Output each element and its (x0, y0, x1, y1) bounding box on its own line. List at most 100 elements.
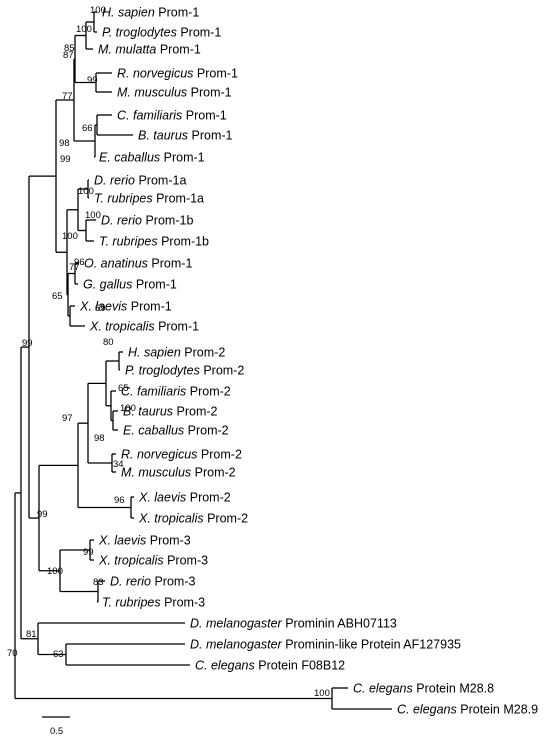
leaf-label: C. familiaris Prom-2 (121, 385, 231, 399)
gene-name: Prom-3 (154, 575, 195, 589)
leaf-label: B. taurus Prom-2 (123, 405, 218, 419)
leaf-label: X. tropicalis Prom-1 (89, 320, 199, 334)
gene-name: Prom-2 (190, 385, 231, 399)
bootstrap-value: 97 (62, 413, 73, 424)
gene-name: Prom-2 (201, 448, 242, 462)
bootstrap-value: 87 (63, 50, 74, 61)
gene-name: Prom-1 (180, 26, 221, 40)
bootstrap-value: 81 (26, 629, 37, 640)
bootstrap-value: 100 (120, 403, 136, 414)
species-name: X. tropicalis (89, 320, 155, 334)
gene-name: Prom-1 (151, 257, 192, 271)
species-name: C. elegans (353, 682, 413, 696)
leaf-label: O. anatinus Prom-1 (84, 257, 192, 271)
species-name: T. rubripes (94, 192, 153, 206)
species-name: R. norvegicus (121, 448, 197, 462)
leaf-label: D. melanogaster Prominin ABH07113 (190, 617, 397, 631)
species-name: E. caballus (123, 424, 184, 438)
leaf-label: D. rerio Prom-1b (101, 214, 193, 228)
bootstrap-value: 77 (62, 91, 73, 102)
gene-name: Prom-2 (195, 466, 236, 480)
leaf-label: T. rubripes Prom-1a (94, 192, 204, 206)
leaf-label: T. rubripes Prom-1b (99, 235, 209, 249)
bootstrap-value: 100 (314, 688, 330, 699)
species-name: T. rubripes (99, 235, 158, 249)
leaf-label: H. sapien Prom-2 (128, 346, 225, 360)
bootstrap-value: 99 (60, 154, 71, 165)
leaf-label: C. familiaris Prom-1 (117, 109, 227, 123)
leaf-label: E. caballus Prom-1 (99, 151, 205, 165)
bootstrap-value: 66 (82, 123, 93, 134)
gene-name: Prom-1 (158, 6, 199, 20)
leaf-label: C. elegans Protein M28.8 (353, 682, 494, 696)
leaf-label: M. musculus Prom-2 (121, 466, 236, 480)
species-name: X. tropicalis (138, 512, 204, 526)
bootstrap-value: 99 (37, 509, 48, 520)
gene-name: Prom-1 (197, 67, 238, 81)
gene-name: Prom-3 (167, 554, 208, 568)
leaf-label: B. taurus Prom-1 (138, 129, 233, 143)
species-name: M. musculus (117, 86, 187, 100)
bootstrap-value: 99 (83, 547, 94, 558)
bootstrap-value: 98 (59, 138, 70, 149)
bootstrap-value: 34 (113, 459, 124, 470)
leaf-label: X. laevis Prom-3 (98, 534, 191, 548)
bootstrap-value: 99 (22, 338, 33, 349)
species-name: X. laevis (98, 534, 146, 548)
leaf-label: R. norvegicus Prom-1 (117, 67, 238, 81)
leaf-label: P. troglodytes Prom-2 (125, 364, 244, 378)
species-name: O. anatinus (84, 257, 148, 271)
bootstrap-value: 96 (74, 257, 85, 268)
leaf-label: H. sapien Prom-1 (102, 6, 199, 20)
species-name: D. rerio (101, 214, 142, 228)
species-name: D. melanogaster (190, 617, 283, 631)
species-name: G. gallus (83, 278, 132, 292)
gene-name: Prom-1 (136, 278, 177, 292)
species-name: D. rerio (94, 174, 135, 188)
bootstrap-value: 100 (78, 186, 94, 197)
gene-name: Protein M28.9 (460, 703, 538, 717)
leaf-label: X. tropicalis Prom-2 (138, 512, 248, 526)
species-name: C. elegans (195, 659, 255, 673)
bootstrap-value: 77 (69, 262, 80, 273)
gene-name: Prom-1 (192, 129, 233, 143)
leaf-label: D. rerio Prom-1a (94, 174, 186, 188)
gene-name: Prominin ABH07113 (285, 617, 397, 631)
species-name: P. troglodytes (102, 26, 177, 40)
bootstrap-value: 70 (7, 648, 18, 659)
species-name: R. norvegicus (117, 67, 193, 81)
species-name: C. familiaris (121, 385, 186, 399)
gene-name: Prom-1 (160, 43, 201, 57)
bootstrap-values: 1001008599876698771001001007796659980100… (7, 5, 330, 699)
bootstrap-value: 98 (94, 433, 105, 444)
species-name: H. sapien (128, 346, 181, 360)
species-name: C. elegans (397, 703, 457, 717)
gene-name: Prom-1 (186, 109, 227, 123)
leaf-labels: H. sapien Prom-1P. troglodytes Prom-1M. … (79, 6, 538, 717)
species-name: X. tropicalis (98, 554, 164, 568)
leaf-label: T. rubripes Prom-3 (102, 596, 205, 610)
leaf-label: C. elegans Protein M28.9 (397, 703, 538, 717)
species-name: B. taurus (138, 129, 188, 143)
leaf-label: D. rerio Prom-3 (110, 575, 195, 589)
gene-name: Prom-1 (131, 300, 172, 314)
species-name: C. familiaris (117, 109, 182, 123)
gene-name: Prom-2 (188, 424, 229, 438)
leaf-label: P. troglodytes Prom-1 (102, 26, 221, 40)
gene-name: Prom-3 (164, 596, 205, 610)
species-name: D. rerio (110, 575, 151, 589)
bootstrap-value: 99 (87, 75, 98, 86)
gene-name: Prom-1b (145, 214, 193, 228)
leaf-label: X. laevis Prom-2 (138, 491, 231, 505)
gene-name: Prom-1 (191, 86, 232, 100)
bootstrap-value: 100 (85, 210, 101, 221)
species-name: X. laevis (79, 300, 127, 314)
gene-name: Prom-1b (161, 235, 209, 249)
species-name: D. melanogaster (190, 638, 283, 652)
leaf-label: M. musculus Prom-1 (117, 86, 232, 100)
species-name: X. laevis (138, 491, 186, 505)
gene-name: Prom-2 (184, 346, 225, 360)
bootstrap-value: 100 (76, 24, 92, 35)
gene-name: Prom-2 (207, 512, 248, 526)
